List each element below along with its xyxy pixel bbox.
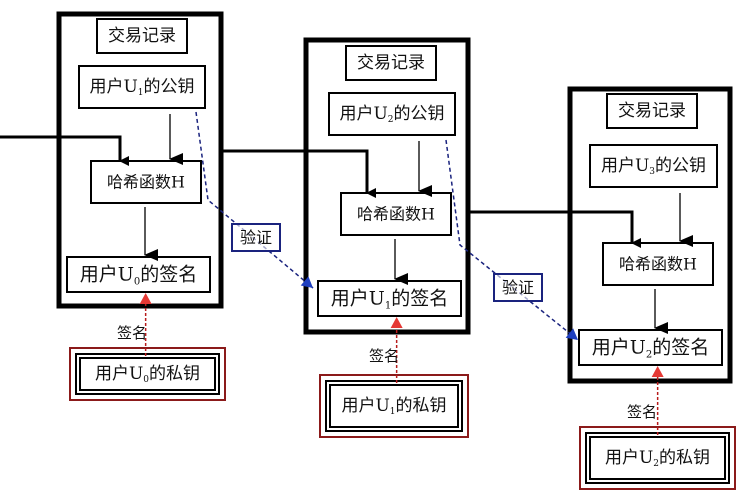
- verify-arrow-1-line: [445, 139, 579, 341]
- transaction-record-label: 交易记录: [357, 53, 425, 73]
- svg-text:用户U2的签名: 用户U2的签名: [592, 337, 709, 361]
- private-key-label: 用户U0的私钥: [95, 364, 200, 385]
- public-key-label: 用户U3的公钥: [601, 156, 706, 177]
- public-key-box: [589, 144, 718, 188]
- signature-label: 用户U0的签名: [80, 264, 197, 288]
- hash-function-label: 哈希函数H: [107, 173, 185, 192]
- sign-arrowhead-icon: [139, 293, 152, 304]
- chain-arrow-block1-to-block2: [468, 210, 641, 248]
- signature-label: 用户U2的签名: [592, 337, 709, 361]
- verify-arrowhead-icon: [300, 276, 313, 288]
- public-key-label: 用户U2的公钥: [339, 104, 444, 125]
- signature-box: [66, 256, 211, 293]
- verify-arrow-0-line: [195, 111, 314, 289]
- private-key-inner-box: [589, 436, 726, 480]
- transaction-block-frame: [567, 86, 733, 384]
- chain-arrow-block0-to-block1: [221, 149, 376, 198]
- public-key-box: [78, 65, 206, 109]
- svg-text:用户U1的签名: 用户U1的签名: [331, 288, 448, 312]
- transaction-record-box: [96, 18, 188, 54]
- verify-label: 验证: [502, 278, 534, 297]
- transaction-record-box: [345, 45, 437, 81]
- transaction-record-label: 交易记录: [108, 26, 176, 46]
- transaction-record-box: [606, 93, 698, 129]
- private-key-box: [325, 380, 463, 432]
- hash-function-box: [602, 242, 714, 286]
- private-key-outer-frame: [319, 374, 469, 438]
- private-key-label: 用户U2的私钥: [605, 448, 710, 469]
- hash-function-box: [90, 160, 202, 204]
- incoming-chain-arrow: [0, 135, 129, 166]
- transaction-record-label: 交易记录: [618, 101, 686, 121]
- signature-label: 用户U1的签名: [331, 288, 448, 312]
- sign-label: 签名: [369, 347, 399, 365]
- verify-label: 验证: [240, 228, 272, 247]
- verify-label-box: [231, 223, 281, 252]
- public-key-box: [328, 92, 456, 136]
- private-key-outer-frame: [69, 347, 226, 401]
- verify-arrowhead-icon: [565, 328, 578, 340]
- svg-text:用户U1的公钥: 用户U1的公钥: [89, 77, 194, 98]
- sign-label: 签名: [117, 324, 147, 342]
- svg-text:用户U3的公钥: 用户U3的公钥: [601, 156, 706, 177]
- signature-box: [317, 280, 462, 317]
- sign-label: 签名: [627, 403, 657, 421]
- sign-arrowhead-icon: [651, 366, 664, 377]
- svg-text:用户U2的私钥: 用户U2的私钥: [605, 448, 710, 469]
- private-key-box: [75, 353, 220, 395]
- svg-text:用户U0的签名: 用户U0的签名: [80, 264, 197, 288]
- svg-text:用户U2的公钥: 用户U2的公钥: [339, 104, 444, 125]
- signature-box: [578, 329, 723, 366]
- svg-text:用户U1的私钥: 用户U1的私钥: [341, 396, 446, 417]
- verify-label-box: [493, 273, 543, 302]
- public-key-label: 用户U1的公钥: [89, 77, 194, 98]
- transaction-block-frame: [303, 37, 471, 335]
- hash-function-label: 哈希函数H: [619, 255, 697, 274]
- sign-arrowhead-icon: [390, 317, 403, 328]
- hash-function-label: 哈希函数H: [357, 205, 435, 224]
- svg-text:用户U0的私钥: 用户U0的私钥: [95, 364, 200, 385]
- private-key-inner-box: [329, 384, 459, 428]
- private-key-inner-box: [79, 357, 216, 391]
- transaction-block-frame: [56, 11, 224, 309]
- hash-function-box: [340, 192, 452, 236]
- private-key-label: 用户U1的私钥: [341, 396, 446, 417]
